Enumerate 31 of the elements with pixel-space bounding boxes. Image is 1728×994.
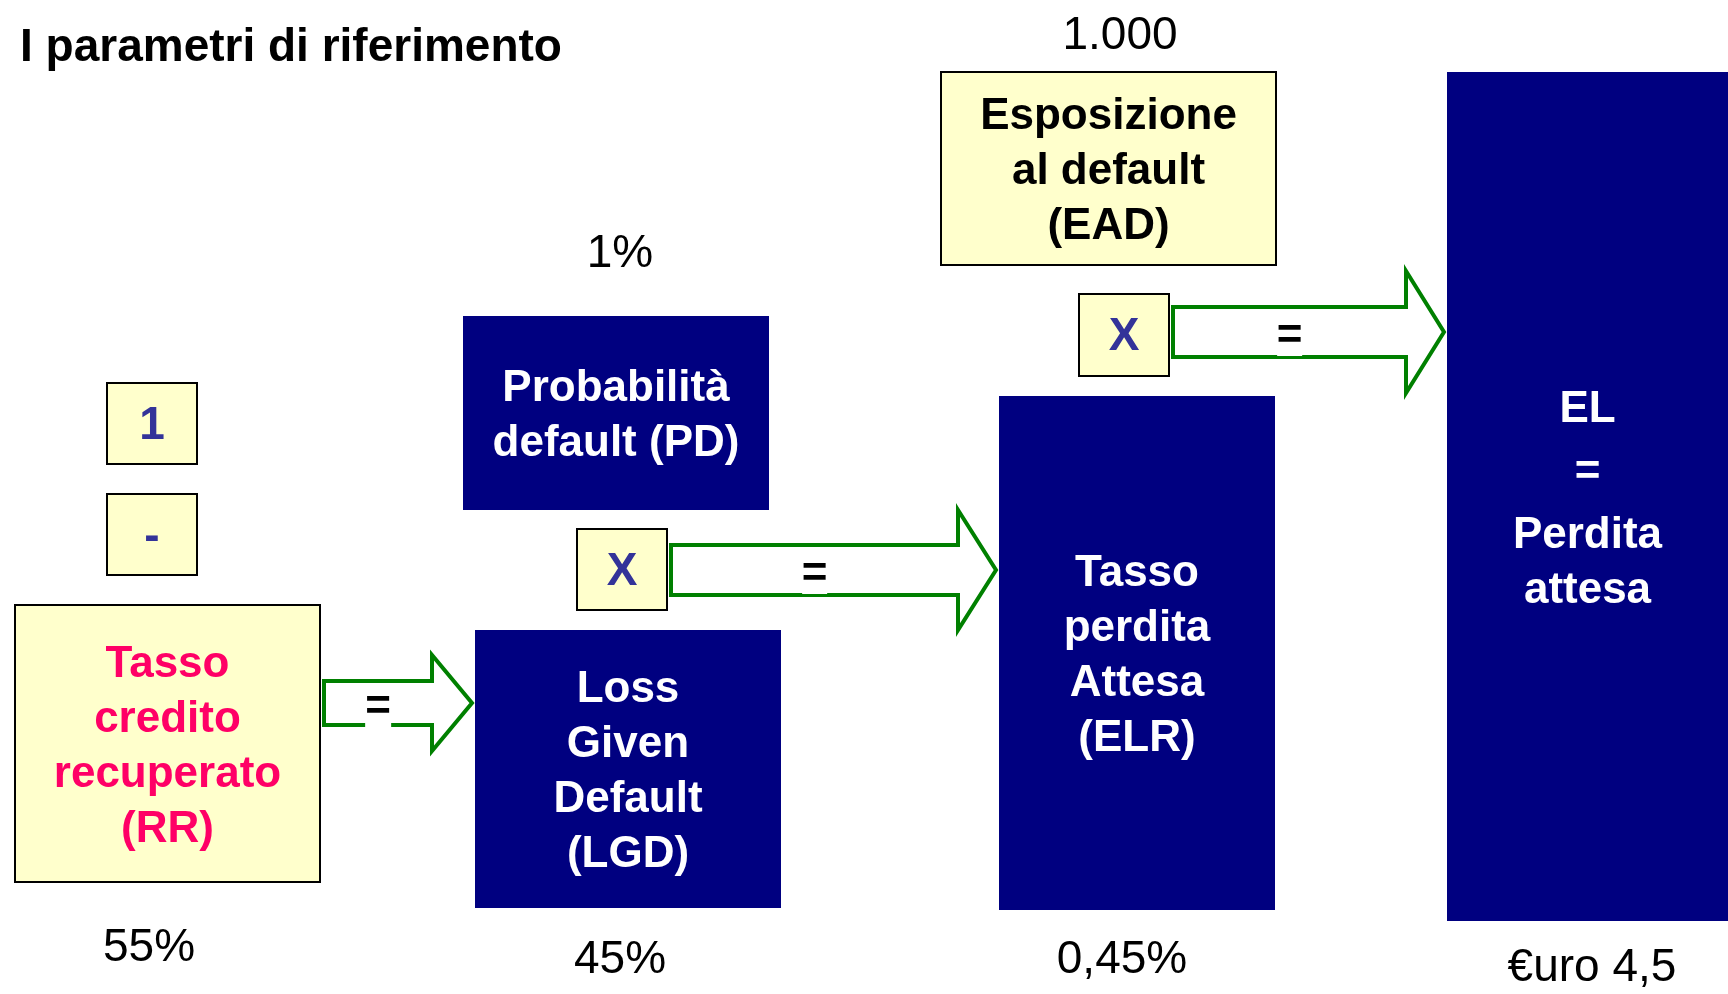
box-label: Loss Given Default (LGD) — [552, 661, 704, 878]
value-label: 55% — [102, 918, 196, 972]
operator-box — [106, 382, 198, 465]
box-label: X — [1108, 307, 1140, 363]
value-label: 0,45% — [1056, 930, 1188, 984]
value-label: €uro 4,5 — [1507, 938, 1677, 992]
value-label: 1.000 — [1062, 6, 1178, 60]
box-label: 1 — [139, 395, 165, 451]
box-label: Tasso credito recuperato (RR) — [52, 635, 283, 853]
operator-box — [106, 493, 198, 576]
parameter-box — [940, 71, 1277, 266]
parameter-box — [14, 604, 321, 883]
block-arrow — [669, 503, 999, 637]
box-label: Esposizione al default (EAD) — [979, 88, 1238, 250]
operator-box — [576, 528, 668, 611]
parameter-box — [463, 316, 769, 510]
box-label: Tasso perdita Attesa (ELR) — [1062, 545, 1212, 762]
parameter-box — [475, 630, 781, 908]
result-box — [999, 396, 1275, 910]
box-label: - — [144, 506, 160, 562]
operator-box — [1078, 293, 1170, 377]
box-label: X — [606, 541, 638, 597]
box-label: = — [1574, 443, 1601, 496]
result-box — [1447, 72, 1728, 921]
block-arrow — [1171, 264, 1447, 400]
value-label: 1% — [586, 224, 654, 278]
box-label: Perdita attesa — [1511, 506, 1664, 614]
box-label: Probabilità default (PD) — [491, 360, 741, 467]
value-label: 45% — [573, 930, 667, 984]
diagram-title: I parametri di riferimento — [20, 18, 562, 72]
box-label: EL — [1559, 380, 1616, 433]
